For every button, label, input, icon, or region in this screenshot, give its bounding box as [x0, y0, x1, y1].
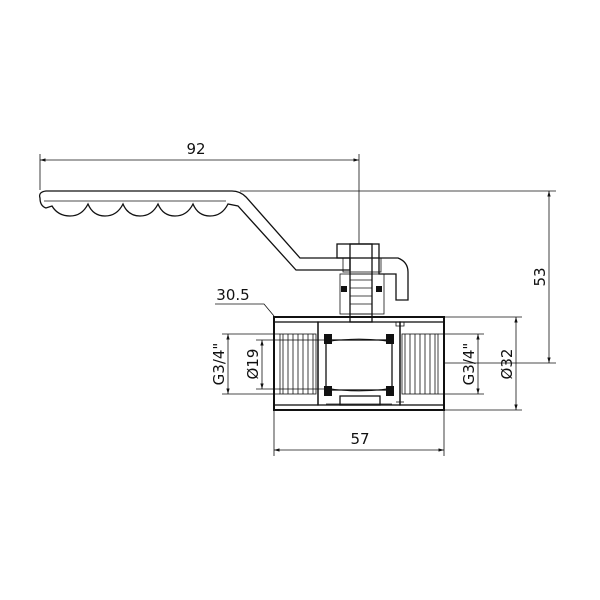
dimension-height: 53 [240, 190, 556, 364]
dimension-label-53: 53 [531, 267, 549, 286]
handle-lever [38, 190, 351, 271]
dimension-label-30-5: 30.5 [216, 286, 249, 304]
dimension-label-57: 57 [350, 430, 369, 448]
dimension-label-92: 92 [186, 140, 205, 158]
dimension-label-bore: Ø19 [244, 349, 262, 380]
dimension-bore: Ø19 [244, 339, 326, 390]
dimension-handle-length: 92 [39, 140, 360, 244]
dimension-label-thread-right: G3/4" [460, 343, 478, 386]
stem-assembly [336, 243, 409, 323]
dimension-label-outer-diameter: Ø32 [498, 349, 516, 380]
dimension-right-thread: G3/4" [438, 333, 484, 395]
dimension-label-thread-left: G3/4" [210, 343, 228, 386]
dimension-offset: 30.5 [215, 286, 275, 317]
dimension-left-thread: G3/4" [210, 333, 280, 395]
valve-body [273, 316, 445, 411]
dimension-body-length: 57 [273, 411, 445, 456]
dimension-outer-diameter: Ø32 [444, 316, 522, 411]
